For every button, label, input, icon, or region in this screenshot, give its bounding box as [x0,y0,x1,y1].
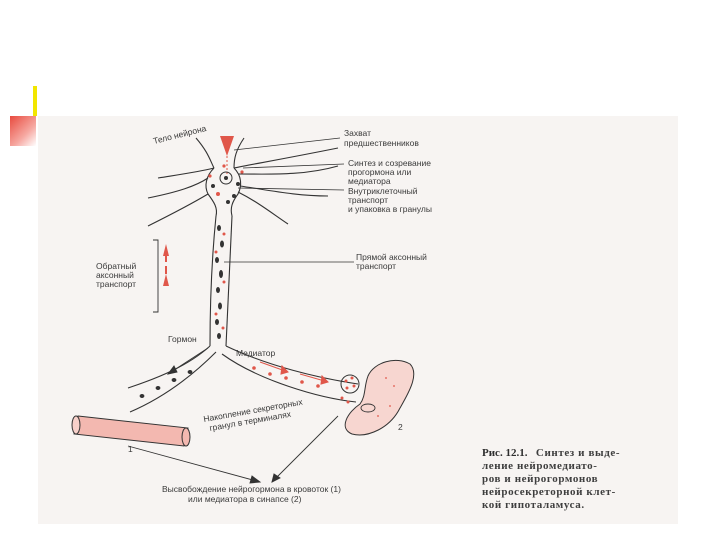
mediator-flow-arrows [259,361,329,385]
label-intracellular-3: и упаковка в гранулы [348,204,432,214]
caption-figure-number: Рис. 12.1. [482,447,528,459]
caption-line-3: ров и нейрогормонов [482,473,598,485]
hormone-arrow [166,347,209,375]
release-arrows [127,415,339,484]
label-synthesis-3: медиатора [348,176,391,186]
label-hormone: Гормон [168,334,197,344]
label-retrograde-1: Обратный [96,261,136,271]
caption-line-1-text: Синтез и выде- [536,447,620,459]
label-synthesis-2: прогормона или [348,167,411,177]
leader-lines [224,137,354,263]
label-uptake-2: предшественников [344,138,419,148]
caption-line-2: ление нейромедиато- [482,460,598,472]
precursor-uptake-arrow [220,136,234,176]
target-cell-2 [344,360,415,436]
retrograde-bracket [153,239,159,313]
label-synthesis-1: Синтез и созревание [348,158,431,168]
label-release-2: или медиатора в синапсе (2) [188,494,302,504]
label-intracellular-2: транспорт [348,195,388,205]
neuron-body [147,137,339,227]
axon-granules [214,225,226,339]
label-intracellular-1: Внутриклеточный [348,186,418,196]
blood-vessel-1 [71,415,191,447]
retrograde-arrows [163,244,169,286]
figure-caption: Рис. 12.1. Синтез и выде- ление нейромед… [482,443,620,511]
neuron-diagram: Тело нейрона Захват предшественников Син… [71,123,620,511]
slide-accent-bar [33,86,37,116]
label-mediator: Медиатор [236,348,275,358]
label-uptake-1: Захват [344,128,371,138]
label-vessel-number: 1 [128,444,133,454]
caption-line-1: Рис. 12.1. Синтез и выде- [482,443,620,460]
caption-line-4: нейросекреторной клет- [482,486,616,498]
label-retrograde-3: транспорт [96,279,136,289]
slide-corner-mark [10,116,36,146]
neurosecretory-cell-figure: Тело нейрона Захват предшественников Син… [38,116,678,524]
synaptic-terminal [340,374,360,404]
label-anterograde-2: транспорт [356,261,396,271]
axon [209,215,233,347]
label-release-1: Высвобождение нейрогормона в кровоток (1… [162,484,341,494]
caption-line-5: кой гипоталамуса. [482,499,585,511]
cell-nucleus [208,164,244,204]
label-anterograde-1: Прямой аксонный [356,252,427,262]
label-cell-number: 2 [398,422,403,432]
branch-granules [139,366,320,398]
label-retrograde-2: аксонный [96,270,134,280]
